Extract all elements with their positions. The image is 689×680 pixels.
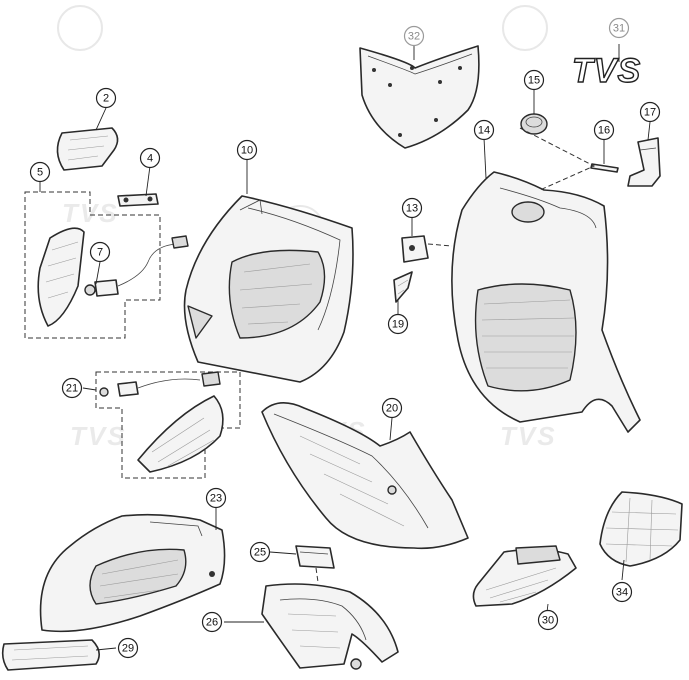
callout-number: 7: [97, 247, 103, 259]
callout-circle: [537, 609, 559, 631]
part-17-bracket: [627, 137, 661, 187]
callout-number: 4: [147, 153, 153, 165]
callout-number: 30: [542, 615, 554, 627]
callout-circle: [236, 139, 258, 161]
callout-31: 31: [608, 17, 630, 39]
callout-number: 34: [616, 587, 628, 599]
callout-circle: [201, 611, 223, 633]
part-29-trim-strip: [1, 639, 100, 671]
watermark-text: TVS: [500, 421, 557, 451]
callout-23: 23: [205, 487, 227, 509]
callout-number: 20: [386, 403, 398, 415]
part-23-front-fender: [39, 513, 226, 633]
part-14-leg-shield: [451, 127, 641, 433]
callout-circle: [473, 119, 495, 141]
callout-21: 21: [61, 377, 83, 399]
callout-number: 10: [241, 145, 253, 157]
callout-circle: [61, 377, 83, 399]
callout-number: 19: [392, 319, 404, 331]
tvs-badge-text: TVS: [572, 52, 641, 90]
callout-number: 17: [644, 107, 656, 119]
part-5-turn-signal-assembly: [24, 191, 189, 339]
callout-10: 10: [236, 139, 258, 161]
callout-number: 26: [206, 617, 218, 629]
callout-number: 23: [210, 493, 222, 505]
part-10-front-apron: [183, 195, 354, 383]
callout-number: 29: [122, 643, 134, 655]
callout-15: 15: [523, 69, 545, 91]
callout-number: 5: [37, 167, 43, 179]
callout-13: 13: [401, 197, 423, 219]
callout-32: 32: [403, 25, 425, 47]
watermark-text: TVS: [62, 198, 119, 228]
watermark-text: TVS: [70, 421, 127, 451]
part-30-floor-bracket: [472, 545, 577, 607]
callout-5: 5: [29, 161, 51, 183]
callout-number: 21: [66, 383, 78, 395]
callout-circle: [387, 313, 409, 335]
part-19-trim: [393, 271, 413, 303]
callout-circle: [611, 581, 633, 603]
callout-20: 20: [381, 397, 403, 419]
part-25-clip: [295, 545, 335, 583]
callout-29: 29: [117, 637, 139, 659]
callout-7: 7: [89, 241, 111, 263]
callout-2: 2: [95, 87, 117, 109]
callout-number: 25: [254, 547, 266, 559]
callout-26: 26: [201, 611, 223, 633]
callout-16: 16: [593, 119, 615, 141]
callout-number: 2: [103, 93, 109, 105]
callout-circle: [139, 147, 161, 169]
callout-circle: [95, 87, 117, 109]
callout-circle: [89, 241, 111, 263]
callout-circle: [249, 541, 271, 563]
callout-17: 17: [639, 101, 661, 123]
callout-25: 25: [249, 541, 271, 563]
callout-number: 14: [478, 125, 490, 137]
part-13-clip: [401, 235, 453, 263]
callout-number: 13: [406, 203, 418, 215]
callout-19: 19: [387, 313, 409, 335]
part-2-lens: [56, 127, 119, 171]
callout-circle: [29, 161, 51, 183]
callout-circle: [593, 119, 615, 141]
part-31-tvs-badge: TVS: [571, 51, 641, 90]
callout-number: 15: [528, 75, 540, 87]
part-16-pin: [590, 163, 619, 173]
callout-4: 4: [139, 147, 161, 169]
callout-14: 14: [473, 119, 495, 141]
part-21-headlamp-assembly: [95, 371, 241, 479]
part-34-rear-trim: [599, 491, 683, 567]
callout-circle: [608, 17, 630, 39]
callout-number: 32: [408, 31, 420, 43]
callout-circle: [381, 397, 403, 419]
part-4-bracket: [117, 193, 159, 207]
callout-circle: [401, 197, 423, 219]
callout-circle: [403, 25, 425, 47]
callout-30: 30: [537, 609, 559, 631]
part-32-front-plate: [359, 45, 480, 149]
callout-34: 34: [611, 581, 633, 603]
callout-circle: [639, 101, 661, 123]
part-20-side-panel: [261, 402, 469, 550]
callout-number: 31: [613, 23, 625, 35]
callout-circle: [523, 69, 545, 91]
part-26-inner-bracket: [261, 583, 399, 670]
callout-circle: [117, 637, 139, 659]
leader-lines: [39, 44, 651, 651]
part-15-plug: [520, 113, 548, 135]
callout-circle: [205, 487, 227, 509]
callout-layer: 2 4 5 7 10 13 14 15 16 17 19 20 21 23 25 26 29 30 31 32 34: [29, 17, 661, 659]
callout-number: 16: [598, 125, 610, 137]
